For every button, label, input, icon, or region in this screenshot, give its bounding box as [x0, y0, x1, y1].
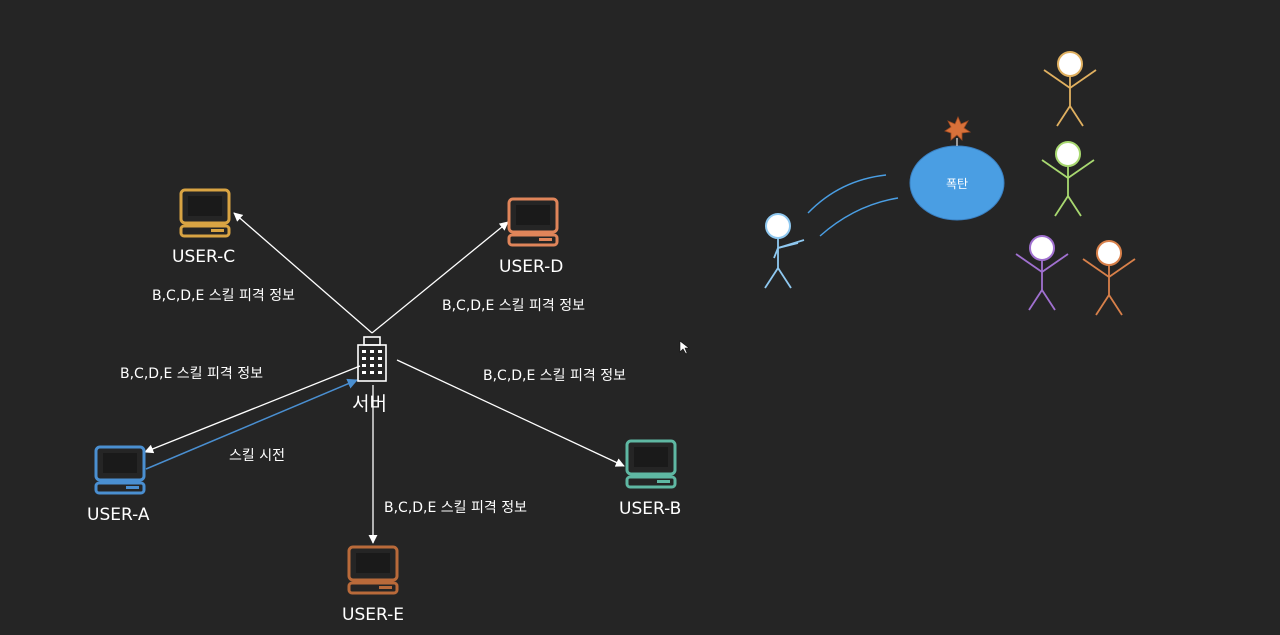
user-d-label: USER-D — [499, 257, 563, 277]
edge-server-to-user-d — [371, 221, 509, 334]
server-building-icon — [357, 336, 387, 382]
user-c-label: USER-C — [172, 247, 235, 267]
thrower-stick-figure — [764, 213, 805, 289]
target-stick-figure-3 — [1015, 235, 1069, 311]
user-a-computer-icon — [94, 445, 146, 495]
edge-label-skill-cast: 스킬 시전 — [229, 448, 285, 464]
edge-label-to-user-d: B,C,D,E 스킬 피격 정보 — [442, 298, 585, 314]
edges — [144, 212, 625, 544]
edge-label-to-user-c: B,C,D,E 스킬 피격 정보 — [152, 288, 295, 304]
edge-label-to-user-b: B,C,D,E 스킬 피격 정보 — [483, 368, 626, 384]
user-b-label: USER-B — [619, 499, 681, 519]
fuse-spark-icon — [944, 115, 972, 141]
mouse-cursor-icon — [679, 340, 690, 355]
server-label: 서버 — [352, 393, 387, 415]
user-e-computer-icon — [347, 545, 399, 595]
edge-label-to-user-e: B,C,D,E 스킬 피격 정보 — [384, 500, 527, 516]
target-stick-figure-1 — [1043, 51, 1097, 127]
edge-server-to-user-c — [233, 212, 373, 334]
target-stick-figure-4 — [1082, 240, 1136, 316]
user-a-label: USER-A — [87, 505, 150, 525]
throw-trajectory-lower — [819, 197, 899, 237]
throw-trajectory-upper — [807, 174, 887, 214]
bomb-throw-illustration: 폭탄 — [764, 51, 1136, 316]
edge-server-to-user-b — [396, 359, 625, 467]
user-d-computer-icon — [507, 197, 559, 247]
user-c-computer-icon — [179, 188, 231, 238]
user-e-label: USER-E — [342, 605, 404, 625]
edge-user-a-to-server — [145, 378, 358, 470]
edge-server-to-user-a — [144, 365, 361, 454]
target-stick-figure-2 — [1041, 141, 1095, 217]
bomb-label: 폭탄 — [946, 177, 968, 191]
user-b-computer-icon — [625, 439, 677, 489]
computers — [94, 188, 677, 595]
edge-label-to-user-a: B,C,D,E 스킬 피격 정보 — [120, 366, 263, 382]
